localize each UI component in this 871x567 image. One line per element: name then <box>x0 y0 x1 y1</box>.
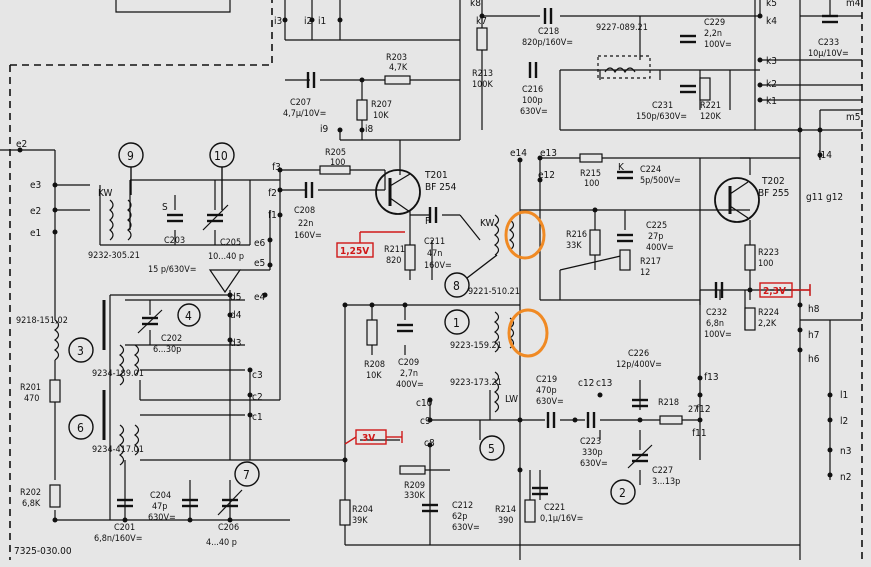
junction-dots <box>17 13 833 523</box>
voltage-markers <box>336 231 811 445</box>
resistor-symbols <box>49 27 756 526</box>
top-left-box <box>115 0 231 13</box>
triangle-element <box>208 269 242 294</box>
capacitor-symbols <box>117 8 838 513</box>
circled-markers <box>68 142 636 505</box>
wiring <box>0 0 862 560</box>
trimmer-arrows <box>137 204 653 516</box>
transistor-t202-symbol <box>714 177 760 223</box>
highlight-rings <box>504 210 549 358</box>
transistor-t201-symbol <box>375 169 421 215</box>
module-outline <box>9 0 863 560</box>
coil-symbols <box>53 55 651 466</box>
